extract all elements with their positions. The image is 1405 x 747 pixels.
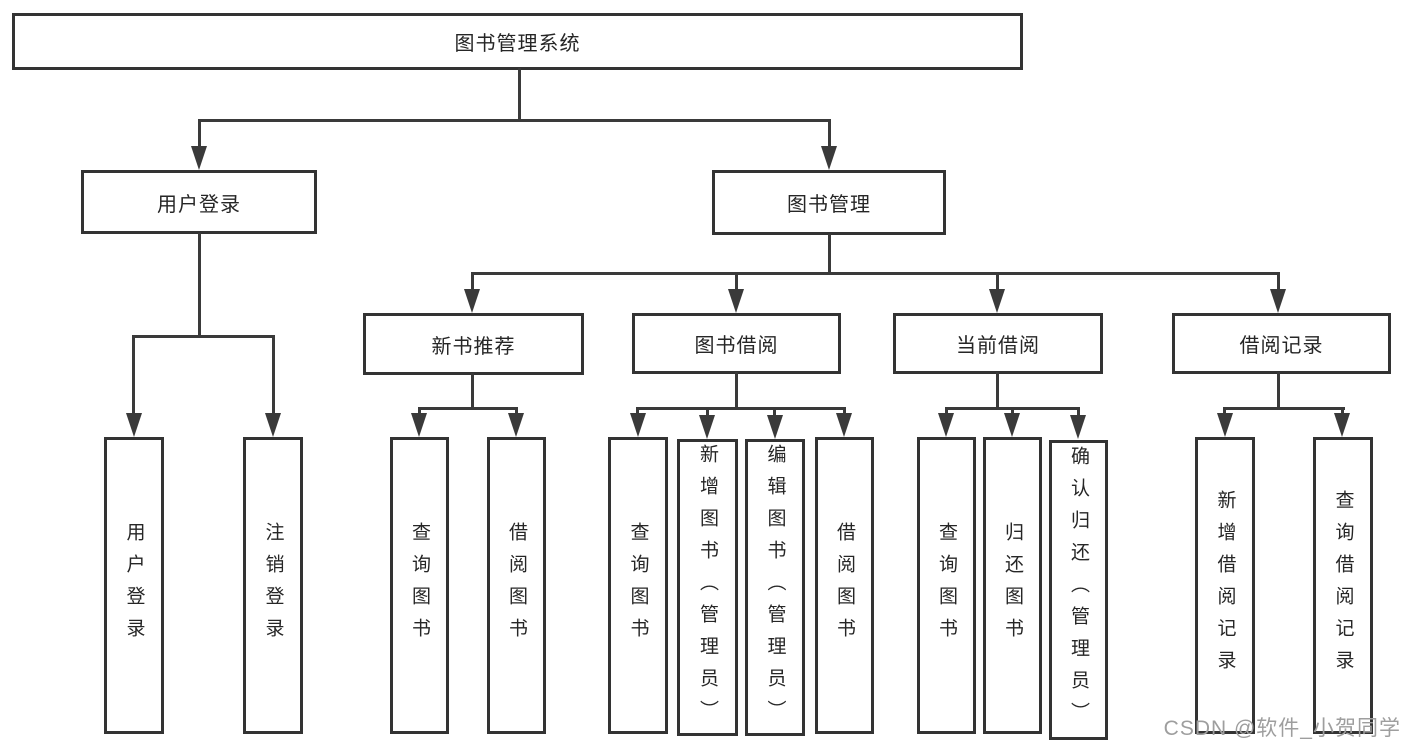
connector-arrowhead xyxy=(265,413,281,437)
connector-line xyxy=(1077,407,1080,419)
node-leaf-query-books-recommend: 查询图书 xyxy=(390,437,449,734)
connector-line xyxy=(272,335,275,417)
connector-line xyxy=(198,119,201,152)
connector-line xyxy=(735,372,738,409)
connector-line xyxy=(828,119,831,152)
connector-arrowhead xyxy=(1270,289,1286,313)
node-leaf-borrow-books-recommend: 借阅图书 xyxy=(487,437,546,734)
connector-line xyxy=(471,272,1280,275)
connector-arrowhead xyxy=(630,413,646,437)
connector-line xyxy=(518,68,521,122)
node-new-book-recommend: 新书推荐 xyxy=(363,313,584,375)
node-root-library-system: 图书管理系统 xyxy=(12,13,1023,70)
node-leaf-user-login: 用户登录 xyxy=(104,437,164,734)
connector-arrowhead xyxy=(191,146,207,170)
connector-arrowhead xyxy=(464,289,480,313)
connector-line xyxy=(132,335,135,417)
connector-line xyxy=(132,335,275,338)
node-leaf-return-books: 归还图书 xyxy=(983,437,1042,734)
connector-arrowhead xyxy=(821,146,837,170)
node-leaf-logout: 注销登录 xyxy=(243,437,303,734)
node-leaf-confirm-return-admin: 确认归还（管理员） xyxy=(1049,440,1108,740)
connector-line xyxy=(1223,407,1345,410)
connector-arrowhead xyxy=(938,413,954,437)
node-borrow-records: 借阅记录 xyxy=(1172,313,1391,374)
node-leaf-borrow-books: 借阅图书 xyxy=(815,437,874,734)
node-leaf-add-borrow-record: 新增借阅记录 xyxy=(1195,437,1255,734)
connector-line xyxy=(1277,272,1280,292)
connector-arrowhead xyxy=(699,415,715,439)
connector-line xyxy=(828,234,831,275)
node-leaf-edit-books-admin: 编辑图书（管理员） xyxy=(745,439,805,736)
connector-arrowhead xyxy=(1070,415,1086,439)
node-book-borrow: 图书借阅 xyxy=(632,313,841,374)
connector-arrowhead xyxy=(1004,413,1020,437)
connector-line xyxy=(471,373,474,409)
connector-line xyxy=(418,407,518,410)
connector-arrowhead xyxy=(728,289,744,313)
connector-arrowhead xyxy=(989,289,1005,313)
connector-line xyxy=(1277,372,1280,409)
connector-arrowhead xyxy=(1217,413,1233,437)
node-leaf-query-borrow-record: 查询借阅记录 xyxy=(1313,437,1373,734)
node-leaf-query-books-current: 查询图书 xyxy=(917,437,976,734)
node-current-borrow: 当前借阅 xyxy=(893,313,1103,374)
node-leaf-add-books-admin: 新增图书（管理员） xyxy=(677,439,738,736)
connector-line xyxy=(471,272,474,292)
connector-arrowhead xyxy=(411,413,427,437)
connector-line xyxy=(198,119,831,122)
csdn-watermark: CSDN @软件_小贺同学 xyxy=(1163,717,1401,740)
node-leaf-query-books-borrow: 查询图书 xyxy=(608,437,668,734)
connector-arrowhead xyxy=(508,413,524,437)
connector-line xyxy=(198,233,201,337)
node-user-login: 用户登录 xyxy=(81,170,317,234)
connector-arrowhead xyxy=(836,413,852,437)
connector-line xyxy=(773,407,776,419)
connector-arrowhead xyxy=(126,413,142,437)
connector-line xyxy=(706,407,709,419)
connector-line xyxy=(996,372,999,409)
connector-arrowhead xyxy=(1334,413,1350,437)
node-book-management: 图书管理 xyxy=(712,170,946,235)
connector-line xyxy=(735,272,738,292)
connector-line xyxy=(996,272,999,292)
connector-line xyxy=(636,407,846,410)
connector-arrowhead xyxy=(767,415,783,439)
